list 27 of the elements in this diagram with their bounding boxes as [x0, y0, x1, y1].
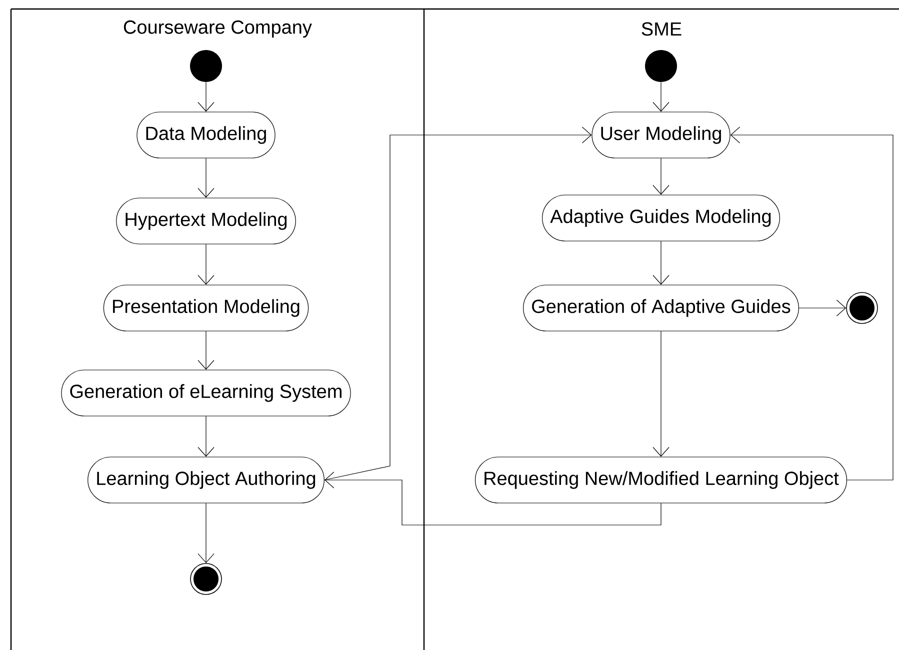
activity-box: Generation of Adaptive Guides: [523, 284, 799, 332]
arrow: [730, 126, 894, 480]
arrow: [652, 331, 670, 457]
arrow: [798, 300, 846, 316]
activity-box: Learning Object Authoring: [88, 456, 324, 504]
arrow: [652, 82, 670, 112]
activity-box: Adaptive Guides Modeling: [542, 194, 780, 242]
activity-box: Data Modeling: [136, 112, 276, 158]
arrow: [198, 244, 214, 285]
end-bullseye: [190, 563, 222, 595]
arrow: [198, 416, 214, 457]
activity-box: Requesting New/Modified Learning Object: [474, 456, 848, 504]
arrow: [652, 241, 670, 285]
end-bullseye: [846, 292, 878, 324]
activity-box: User Modeling: [592, 112, 730, 158]
arrow: [198, 331, 214, 370]
start-dot: [190, 50, 222, 82]
arrow: [324, 472, 662, 526]
activity-box: Presentation Modeling: [103, 284, 309, 332]
start-dot: [645, 50, 677, 82]
activity-box: Generation of eLearning System: [61, 370, 351, 416]
arrow: [324, 126, 592, 480]
arrow: [198, 503, 214, 564]
arrow: [652, 158, 670, 195]
arrow: [198, 82, 214, 112]
activity-box: Hypertext Modeling: [116, 198, 296, 244]
arrow: [198, 158, 214, 198]
